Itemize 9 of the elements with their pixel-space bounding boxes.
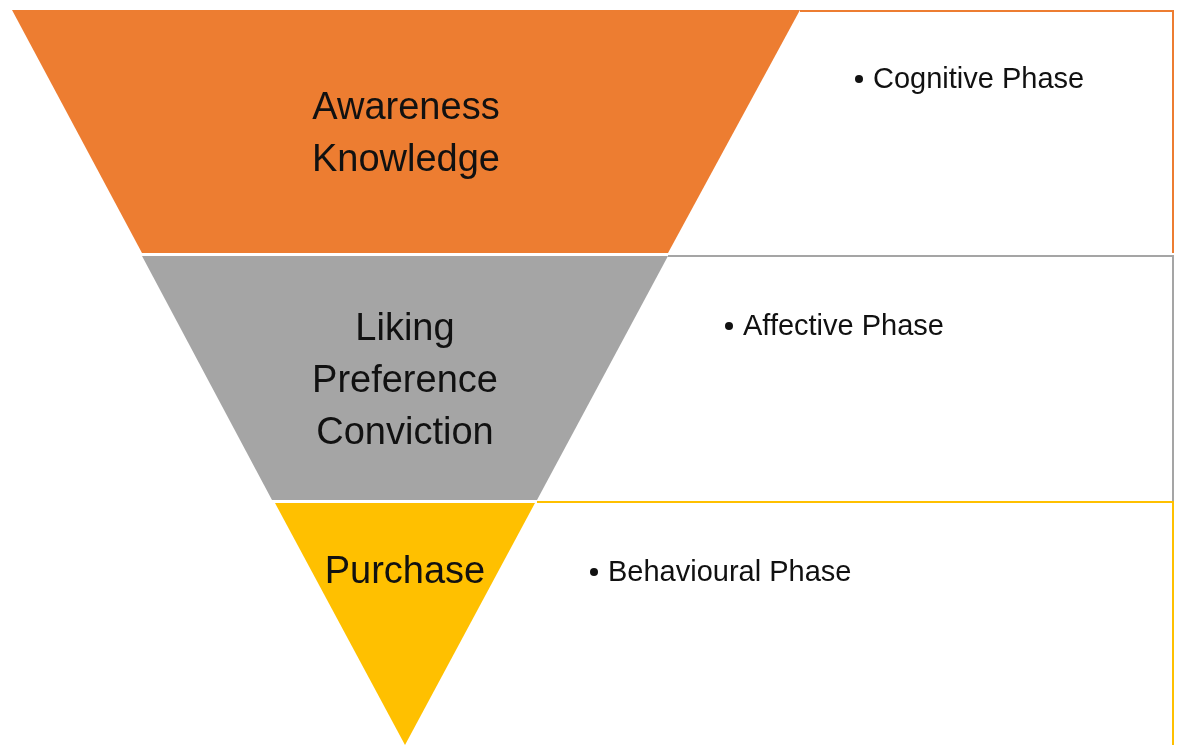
phase-label: Affective Phase [743, 309, 944, 342]
phase-panel [800, 10, 1174, 253]
segment-label: Awareness Knowledge [310, 84, 501, 181]
phase-label: Behavioural Phase [608, 555, 852, 588]
segment-label: Liking Preference Conviction [311, 305, 499, 454]
segment-label: Purchase [324, 548, 486, 593]
phase-label: Cognitive Phase [873, 62, 1085, 95]
phase-panel [668, 255, 1174, 501]
phase-panel [537, 501, 1174, 745]
